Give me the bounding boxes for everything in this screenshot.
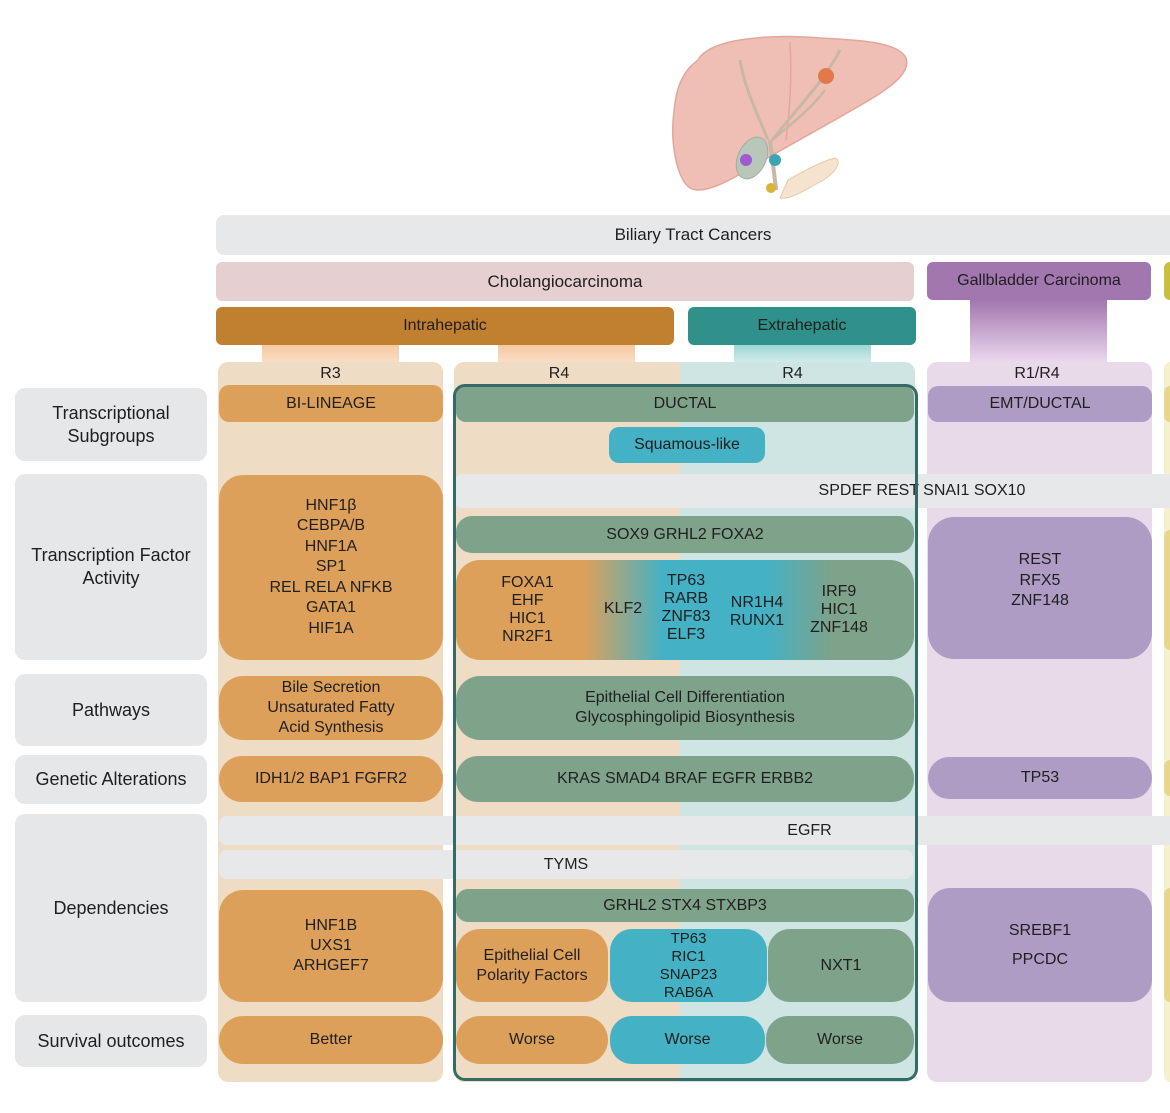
intrahepatic-label: Intrahepatic <box>403 317 487 334</box>
row-label-transcriptional-subgroups: Transcriptional Subgroups <box>15 388 207 461</box>
fourth-col-tf-edge <box>1164 530 1170 650</box>
fourth-col-genetic-edge <box>1164 760 1170 796</box>
fourth-column-edge <box>1164 362 1170 1082</box>
ductal-tf-group-c: TP63 RARB ZNF83 ELF3 <box>661 572 711 643</box>
ductal-dependencies-group-c: NXT1 <box>768 929 914 1002</box>
gbc-genetic-alterations: TP53 <box>928 757 1152 799</box>
r3-dependencies: HNF1B UXS1 ARHGEF7 <box>219 890 443 1002</box>
tf-shared-bar-label: SPDEF REST SNAI1 SOX10 <box>818 482 1026 499</box>
row-label-pathways: Pathways <box>15 674 207 746</box>
ductal-tf-group-a: FOXA1 EHF HIC1 NR2F1 <box>501 574 554 645</box>
r1r4-column-label: R1/R4 <box>1014 365 1060 382</box>
row-label-genetic-alterations: Genetic Alterations <box>15 755 207 804</box>
gbc-dependencies: SREBF1 PPCDC <box>928 888 1152 1002</box>
ductal-survival-b: Worse <box>610 1016 765 1064</box>
fourth-col-dependency-edge <box>1164 888 1170 1002</box>
r3-survival: Better <box>219 1016 443 1064</box>
ductal-dependencies-common: GRHL2 STX4 STXBP3 <box>456 889 914 922</box>
r3-tf-activity: HNF1β CEBPA/B HNF1A SP1 REL RELA NFKB GA… <box>219 475 443 660</box>
ductal-tf-common: SOX9 GRHL2 FOXA2 <box>456 516 914 553</box>
biliary-tract-cancers-label: Biliary Tract Cancers <box>614 225 772 244</box>
ductal-dependencies-group-a: Epithelial Cell Polarity Factors <box>456 929 608 1002</box>
extrahepatic-label: Extrahepatic <box>757 317 847 334</box>
extrahepatic-header: Extrahepatic <box>688 307 916 345</box>
fourth-category-header-edge <box>1164 262 1170 300</box>
liver-illustration <box>672 35 908 199</box>
r1r4-connector <box>970 300 1107 363</box>
row-label-dependencies: Dependencies <box>15 814 207 1002</box>
intrahepatic-header: Intrahepatic <box>216 307 674 345</box>
ductal-survival-c: Worse <box>766 1016 914 1064</box>
ductal-pathways: Epithelial Cell Differentiation Glycosph… <box>456 676 914 740</box>
gallbladder-carcinoma-label: Gallbladder Carcinoma <box>957 272 1121 289</box>
ductal-tf-gradient-block <box>456 560 914 660</box>
ductal-survival-a: Worse <box>456 1016 608 1064</box>
ductal-dependencies-group-b: TP63 RIC1 SNAP23 RAB6A <box>610 929 767 1002</box>
r4-extra-connector <box>734 345 871 363</box>
gbc-subgroup-emt-ductal: EMT/DUCTAL <box>928 386 1152 422</box>
ductal-tf-group-b: KLF2 <box>603 600 643 617</box>
gallbladder-carcinoma-header: Gallbladder Carcinoma <box>927 262 1151 300</box>
cholangiocarcinoma-header: Cholangiocarcinoma <box>216 262 914 301</box>
biliary-tract-cancers-header: Biliary Tract Cancers <box>216 215 1170 255</box>
r3-connector <box>262 345 399 363</box>
r3-subgroup-bilineage: BI-LINEAGE <box>219 385 443 422</box>
r4-intra-connector <box>498 345 635 363</box>
tf-shared-bar: SPDEF REST SNAI1 SOX10 <box>454 474 1170 508</box>
row-label-transcription-factor-activity: Transcription Factor Activity <box>15 474 207 660</box>
r3-genetic-alterations: IDH1/2 BAP1 FGFR2 <box>219 756 443 802</box>
r3-column-label: R3 <box>320 365 341 382</box>
r3-pathways: Bile Secretion Unsaturated Fatty Acid Sy… <box>219 676 443 740</box>
egfr-dependency-bar: EGFR <box>219 816 1170 845</box>
tyms-dependency-bar: TYMS <box>219 850 913 879</box>
gbc-tf-activity: REST RFX5 ZNF148 <box>928 517 1152 659</box>
squamous-like-subgroup: Squamous-like <box>609 427 765 463</box>
r4-intra-column-label: R4 <box>548 365 570 382</box>
ductal-subgroup-outline <box>453 384 918 1081</box>
ductal-tf-group-d: NR1H4 RUNX1 <box>729 594 785 629</box>
cholangiocarcinoma-label: Cholangiocarcinoma <box>487 271 643 291</box>
ductal-tf-group-e: IRF9 HIC1 ZNF148 <box>810 583 868 636</box>
tyms-dependency-label: TYMS <box>543 855 589 873</box>
row-label-survival-outcomes: Survival outcomes <box>15 1015 207 1067</box>
egfr-dependency-label: EGFR <box>787 821 832 839</box>
r4-extra-column-label: R4 <box>782 365 803 382</box>
ductal-subgroup: DUCTAL <box>456 386 914 422</box>
ductal-genetic-alterations: KRAS SMAD4 BRAF EGFR ERBB2 <box>456 756 914 802</box>
fourth-col-subgroup-edge <box>1164 386 1170 422</box>
